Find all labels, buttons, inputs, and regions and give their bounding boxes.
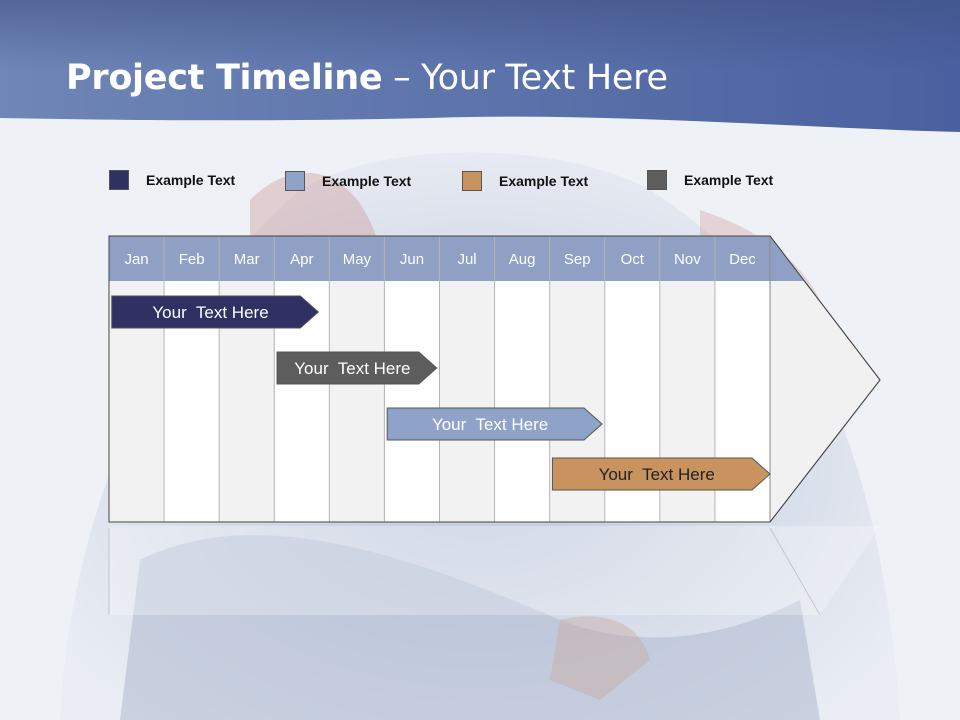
task-bar	[111, 295, 320, 329]
legend-label-2: Example Text	[322, 173, 412, 189]
month-label: Mar	[234, 251, 260, 268]
legend-label-3: Example Text	[499, 173, 589, 189]
month-label: Dec	[729, 251, 756, 268]
task-bar	[551, 457, 771, 491]
timeline-outline	[108, 235, 881, 523]
month-label: Aug	[509, 251, 536, 268]
month-label: Apr	[290, 251, 313, 268]
task-label: Your Text Here	[152, 303, 268, 322]
slide-title: Project Timeline – Your Text Here	[66, 58, 668, 98]
month-label: May	[343, 251, 372, 268]
legend-item-4: Example Text	[647, 170, 773, 190]
legend-swatch-1	[109, 170, 129, 190]
title-bold: Project Timeline	[66, 58, 383, 98]
task-bar	[386, 407, 603, 441]
legend-item-2: Example Text	[285, 171, 411, 191]
month-label: Jun	[400, 251, 424, 268]
month-label: Feb	[179, 251, 205, 268]
month-label: Oct	[621, 251, 645, 268]
title-rest: – Your Text Here	[382, 58, 668, 98]
month-header-band	[109, 236, 805, 281]
month-column	[439, 281, 495, 522]
legend-label-1: Example Text	[146, 172, 236, 188]
reflection-edge	[769, 527, 821, 616]
task-label: Your Text Here	[432, 415, 548, 434]
legend-swatch-2	[285, 171, 305, 191]
month-label: Jul	[457, 251, 476, 268]
month-label: Jan	[124, 251, 148, 268]
month-label: Sep	[564, 251, 591, 268]
task-bar	[276, 351, 438, 385]
task-label: Your Text Here	[294, 359, 410, 378]
legend-swatch-4	[647, 170, 667, 190]
task-label: Your Text Here	[599, 465, 715, 484]
month-column	[329, 281, 385, 522]
legend-item-3: Example Text	[462, 171, 588, 191]
month-column	[384, 281, 440, 522]
month-column	[494, 281, 550, 522]
timeline-reflection	[109, 526, 880, 615]
legend-item-1: Example Text	[109, 170, 235, 190]
legend-swatch-3	[462, 171, 482, 191]
legend-label-4: Example Text	[684, 172, 774, 188]
month-label: Nov	[674, 251, 701, 268]
